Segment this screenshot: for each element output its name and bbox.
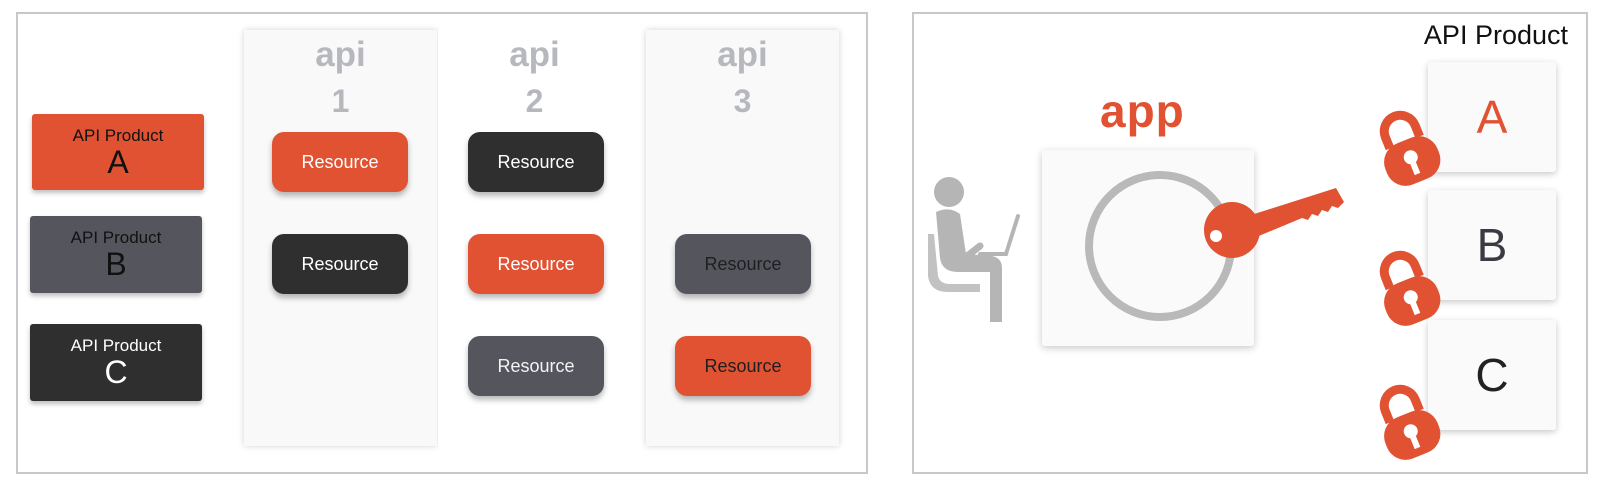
api-3-column: api 3 Resource Resource <box>646 30 839 446</box>
api-product-a-letter: A <box>107 143 129 180</box>
api-2-column: api 2 Resource Resource Resource <box>438 30 631 446</box>
product-c-card: C <box>1428 320 1556 430</box>
padlock-icon <box>1379 384 1441 460</box>
api-product-b-label: API Product <box>70 228 162 247</box>
api-product-a-label: API Product <box>72 125 164 145</box>
api-2-resource-2: Resource <box>468 234 604 294</box>
product-a-card: A <box>1428 62 1556 172</box>
padlock-icon <box>1379 110 1441 186</box>
api-1-resource-1: Resource <box>272 132 408 192</box>
api-2-number: 2 <box>525 83 544 119</box>
api-1-name: api <box>315 35 366 74</box>
api-3-resource-2: Resource <box>675 336 811 396</box>
padlock-icon <box>1379 250 1441 326</box>
api-1-resource-2: Resource <box>272 234 408 294</box>
key-icon <box>1204 188 1344 258</box>
api-product-a-card: API Product A <box>32 114 204 190</box>
api-1-column: api 1 Resource Resource <box>244 30 437 446</box>
api-2-resource-3: Resource <box>468 336 604 396</box>
api-3-name: api <box>717 35 768 74</box>
api-1-number: 1 <box>331 83 350 119</box>
api-2-name: api <box>509 35 560 74</box>
api-product-resource-panel: API Product A API Product B API Product … <box>16 12 868 474</box>
api-product-b-card: API Product B <box>30 216 202 293</box>
api-3-number: 3 <box>733 83 752 119</box>
api-product-b-letter: B <box>105 246 127 282</box>
api-3-resource-1: Resource <box>675 234 811 294</box>
app-label: app <box>1100 85 1185 137</box>
api-product-title: API Product <box>1423 20 1568 50</box>
api-product-c-card: API Product C <box>30 324 202 401</box>
api-product-c-letter: C <box>104 354 128 390</box>
user-at-laptop-icon <box>928 177 1020 322</box>
product-b-card: B <box>1428 190 1556 300</box>
api-2-resource-1: Resource <box>468 132 604 192</box>
api-product-c-label: API Product <box>70 336 162 355</box>
app-access-panel: API Product app A B C <box>912 12 1588 474</box>
